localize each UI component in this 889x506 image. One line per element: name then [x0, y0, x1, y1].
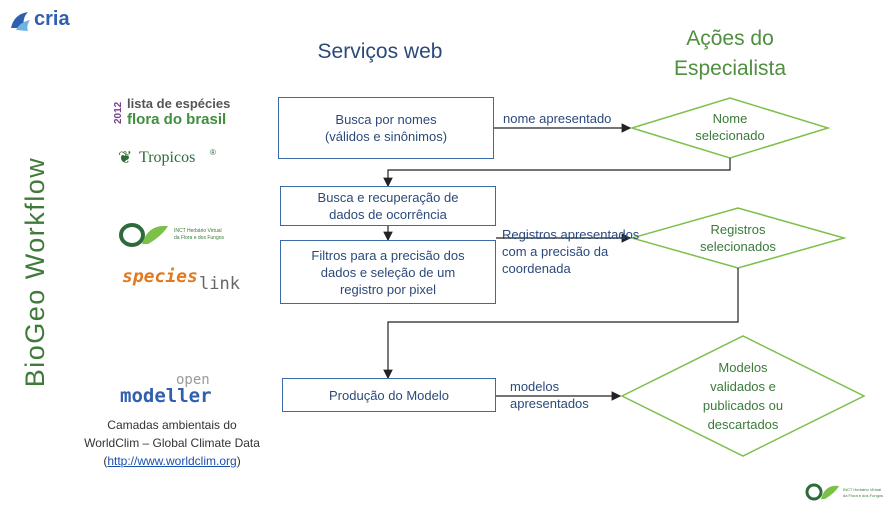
- decision-nome-text: Nome selecionado: [695, 111, 765, 143]
- specieslink-species: species: [122, 266, 198, 287]
- services-header: Serviços web: [317, 40, 443, 63]
- cria-logo-icon: [11, 12, 30, 31]
- edge-nome-to-ocorrencia: [383, 158, 731, 188]
- inct-logo: INCT Herbário Virtual da Flora e dos Fun…: [118, 222, 258, 250]
- specieslink-logo: species link: [122, 264, 252, 294]
- openmodeller-open: open: [176, 372, 210, 388]
- worldclim-link-line: (http://www.worldclim.org): [62, 452, 282, 470]
- openmodeller-logo: open modeller: [120, 372, 240, 410]
- decision-registros-shape: [629, 207, 847, 269]
- footer-inct-icon: [805, 483, 839, 501]
- box-busca-nomes: Busca por nomes (válidos e sinônimos): [278, 97, 494, 159]
- box-busca-ocorrencia: Busca e recuperação de dados de ocorrênc…: [280, 186, 496, 226]
- footer-inct-logo: INCT Herbário Virtual da Flora e dos Fun…: [805, 483, 889, 503]
- lista-especies-logo: 2012 lista de espécies flora do brasil: [113, 95, 263, 131]
- inct-logo-icon: [119, 223, 168, 247]
- worldclim-paren-open: (: [103, 454, 108, 468]
- worldclim-paren-close: ): [236, 454, 241, 468]
- lista-line2: flora do brasil: [127, 111, 227, 128]
- footer-inct-text: INCT Herbário Virtual da Flora e dos Fun…: [843, 487, 884, 498]
- decision-registros-text: Registros selecionados: [700, 222, 776, 254]
- label-registros-apresentados: Registros apresentados com a precisão da…: [502, 227, 640, 276]
- actions-header: Ações do Especialista: [673, 27, 787, 80]
- camadas-text: Camadas ambientais do WorldClim – Global…: [84, 418, 260, 450]
- label-nome-apresentado: nome apresentado: [503, 111, 612, 126]
- lista-line1: lista de espécies: [127, 96, 231, 111]
- edge-registros-to-producao: [383, 268, 739, 380]
- decision-modelos-text: Modelos validados e publicados ou descar…: [702, 360, 784, 432]
- box-filtros: Filtros para a precisão dos dados e sele…: [280, 240, 496, 304]
- box-producao: Produção do Modelo: [282, 378, 496, 412]
- tropicos-logo: ❦ Tropicos ®: [118, 147, 238, 171]
- openmodeller-modeller: modeller: [120, 385, 212, 407]
- worldclim-link[interactable]: http://www.worldclim.org: [107, 454, 237, 468]
- tropicos-mark: ®: [210, 148, 216, 157]
- inct-text: INCT Herbário Virtual da Flora e dos Fun…: [174, 228, 225, 241]
- decision-nome-shape: [629, 97, 831, 159]
- tropicos-leaf-icon: ❦: [118, 148, 133, 167]
- specieslink-link: link: [199, 274, 240, 294]
- decision-modelos-shape: [620, 335, 866, 457]
- label-modelos-apresentados: modelos apresentados: [510, 379, 589, 411]
- cria-logo-text: cria: [34, 8, 70, 30]
- tropicos-text: Tropicos: [139, 149, 196, 166]
- cria-logo: cria: [8, 6, 88, 36]
